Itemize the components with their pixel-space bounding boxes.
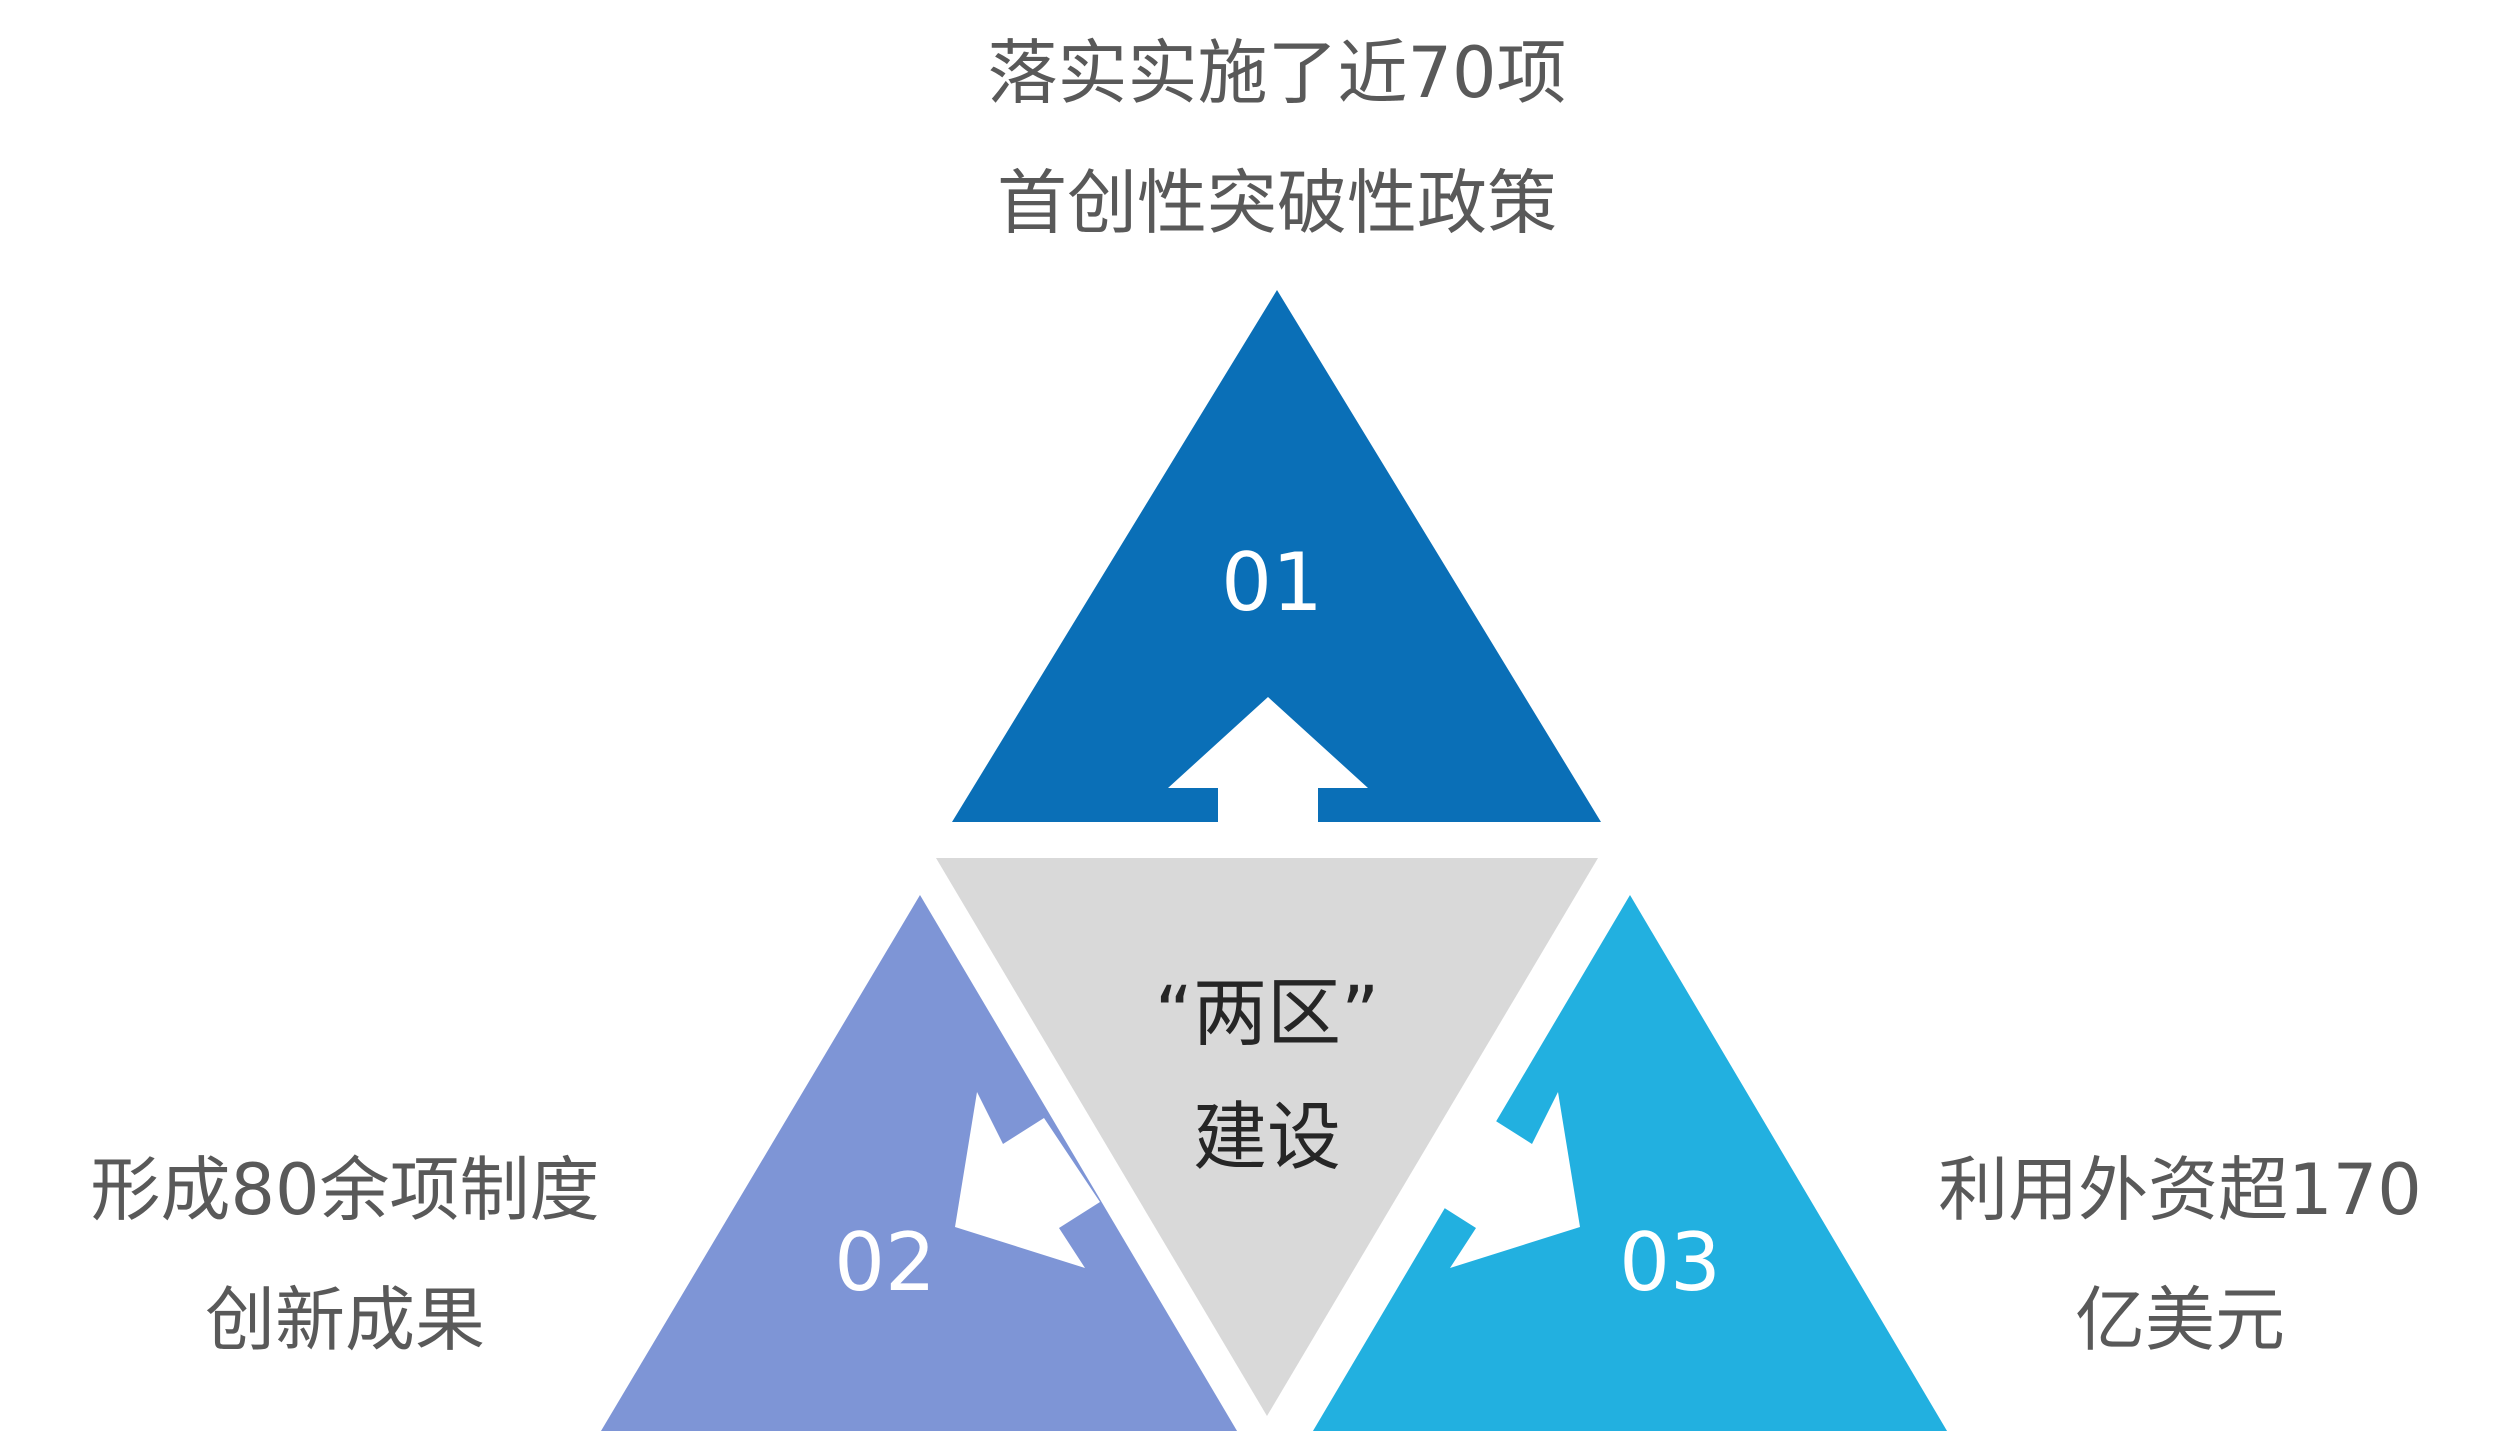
center-title-line2: 建设 <box>1193 1095 1341 1181</box>
caption-03-line1: 利用外资超170 <box>1938 1149 2422 1231</box>
triangle-02 <box>600 895 1238 1431</box>
caption-01-line1: 落实实施了近70项 <box>987 32 1566 114</box>
arrow-down-left-icon <box>955 1092 1100 1268</box>
number-03: 03 <box>1619 1216 1721 1309</box>
triangle-03 <box>1312 895 1948 1431</box>
caption-02-line1: 形成80余项制度 <box>90 1149 599 1231</box>
caption-01-line2: 首创性突破性政策 <box>997 162 1557 244</box>
triangle-01 <box>952 290 1601 822</box>
arrow-up-icon <box>1168 697 1368 825</box>
arrow-down-right-icon <box>1435 1092 1580 1268</box>
center-title-line1: “两区” <box>1155 971 1380 1057</box>
number-01: 01 <box>1221 536 1323 629</box>
caption-03-line2: 亿美元 <box>2075 1279 2285 1361</box>
number-02: 02 <box>834 1216 936 1309</box>
center-triangle <box>936 858 1598 1416</box>
caption-02-line2: 创新成果 <box>205 1279 485 1361</box>
